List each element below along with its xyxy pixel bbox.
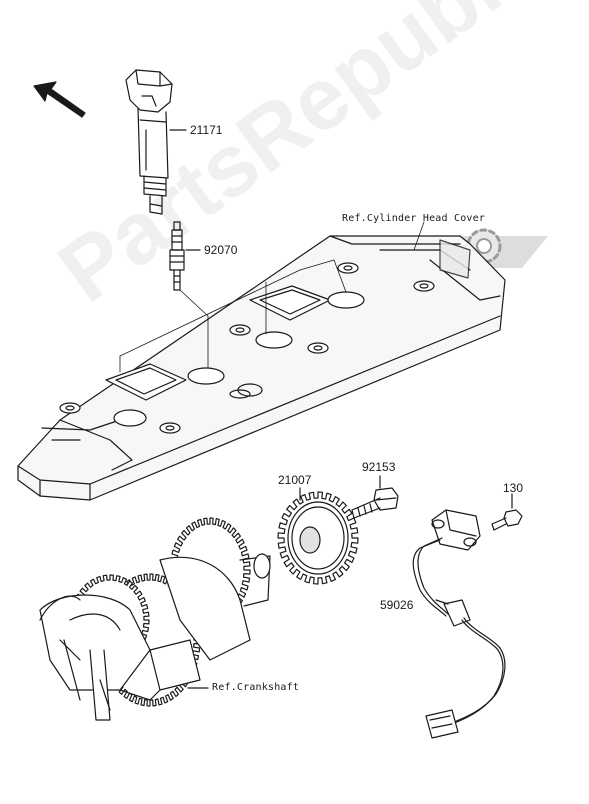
part-label-92153: 92153: [362, 460, 396, 474]
ref-label-crankshaft: Ref.Crankshaft: [212, 682, 300, 693]
part-label-21171: 21171: [190, 123, 223, 137]
part-label-59026: 59026: [380, 598, 414, 612]
rotor-bolt: [351, 487, 399, 519]
cylinder-head-cover: [17, 235, 506, 501]
ref-label-cylinder-head-cover: Ref.Cylinder Head Cover: [342, 213, 486, 224]
leader-head-cover: [413, 221, 425, 251]
crankshaft: [39, 517, 271, 721]
pickup-coil-sensor: [412, 509, 506, 739]
spark-plug: [169, 221, 185, 291]
assembly-line: [119, 269, 301, 357]
assembly-line: [333, 259, 347, 293]
sensor-bolt: [491, 509, 523, 531]
ignition-coil: [125, 69, 173, 215]
leader-59026: [435, 599, 449, 605]
direction-arrow-icon: [33, 81, 86, 118]
assembly-line: [299, 259, 335, 271]
part-label-21007: 21007: [278, 473, 312, 487]
timing-rotor: [277, 491, 359, 585]
part-label-92070: 92070: [204, 243, 238, 257]
part-label-130: 130: [503, 481, 524, 495]
assembly-line: [179, 289, 209, 317]
